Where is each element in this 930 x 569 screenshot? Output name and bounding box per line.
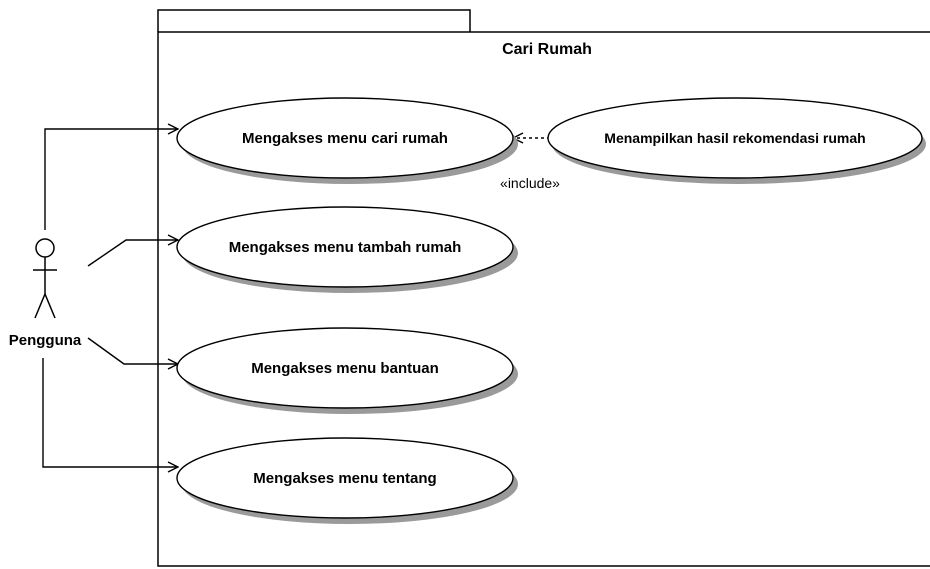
system-title: Cari Rumah [502,41,592,58]
include-label: «include» [500,175,560,191]
include-relation: «include» [500,138,560,191]
associations [42,129,178,467]
use-case-label: Mengakses menu tambah rumah [229,239,462,256]
use-case-label: Mengakses menu bantuan [251,360,439,377]
actor-figure-icon [33,238,57,319]
use-case-uc3[interactable]: Mengakses menu bantuan [176,327,518,414]
use-case-label: Mengakses menu cari rumah [242,130,448,147]
use-case-uc1[interactable]: Mengakses menu cari rumah [176,97,518,184]
system-boundary: Cari Rumah [157,9,930,567]
association-uc1 [44,129,178,230]
association-uc3 [87,337,178,364]
boundary-tab [157,9,471,32]
association-uc2 [87,240,178,267]
use-case-uc4[interactable]: Mengakses menu tentang [176,437,518,524]
use-case-label: Mengakses menu tentang [253,470,436,487]
actor-pengguna: Pengguna [9,238,82,349]
association-uc4 [42,358,178,467]
boundary-frame [157,31,930,567]
actor-name: Pengguna [9,332,82,349]
use-case-label: Menampilkan hasil rekomendasi rumah [604,130,865,146]
use-case-uc2[interactable]: Mengakses menu tambah rumah [176,206,518,293]
use-case-uc5[interactable]: Menampilkan hasil rekomendasi rumah [547,97,926,184]
